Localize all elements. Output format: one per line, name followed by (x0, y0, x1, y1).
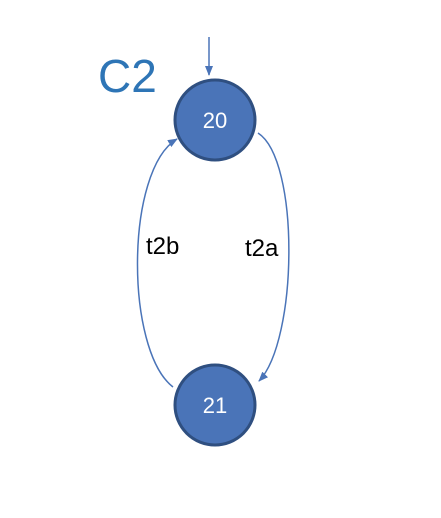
state-node-20[interactable]: 20 (173, 78, 257, 162)
state-node-20-label: 20 (203, 108, 227, 133)
transition-t2b-label: t2b (146, 233, 180, 260)
diagram-title: C2 (98, 50, 157, 102)
transition-t2b-edge (136, 138, 178, 388)
state-node-21-label: 21 (203, 393, 227, 418)
transition-t2a-edge (257, 132, 290, 382)
transition-t2a-label: t2a (245, 235, 279, 262)
state-node-21[interactable]: 21 (173, 363, 257, 447)
